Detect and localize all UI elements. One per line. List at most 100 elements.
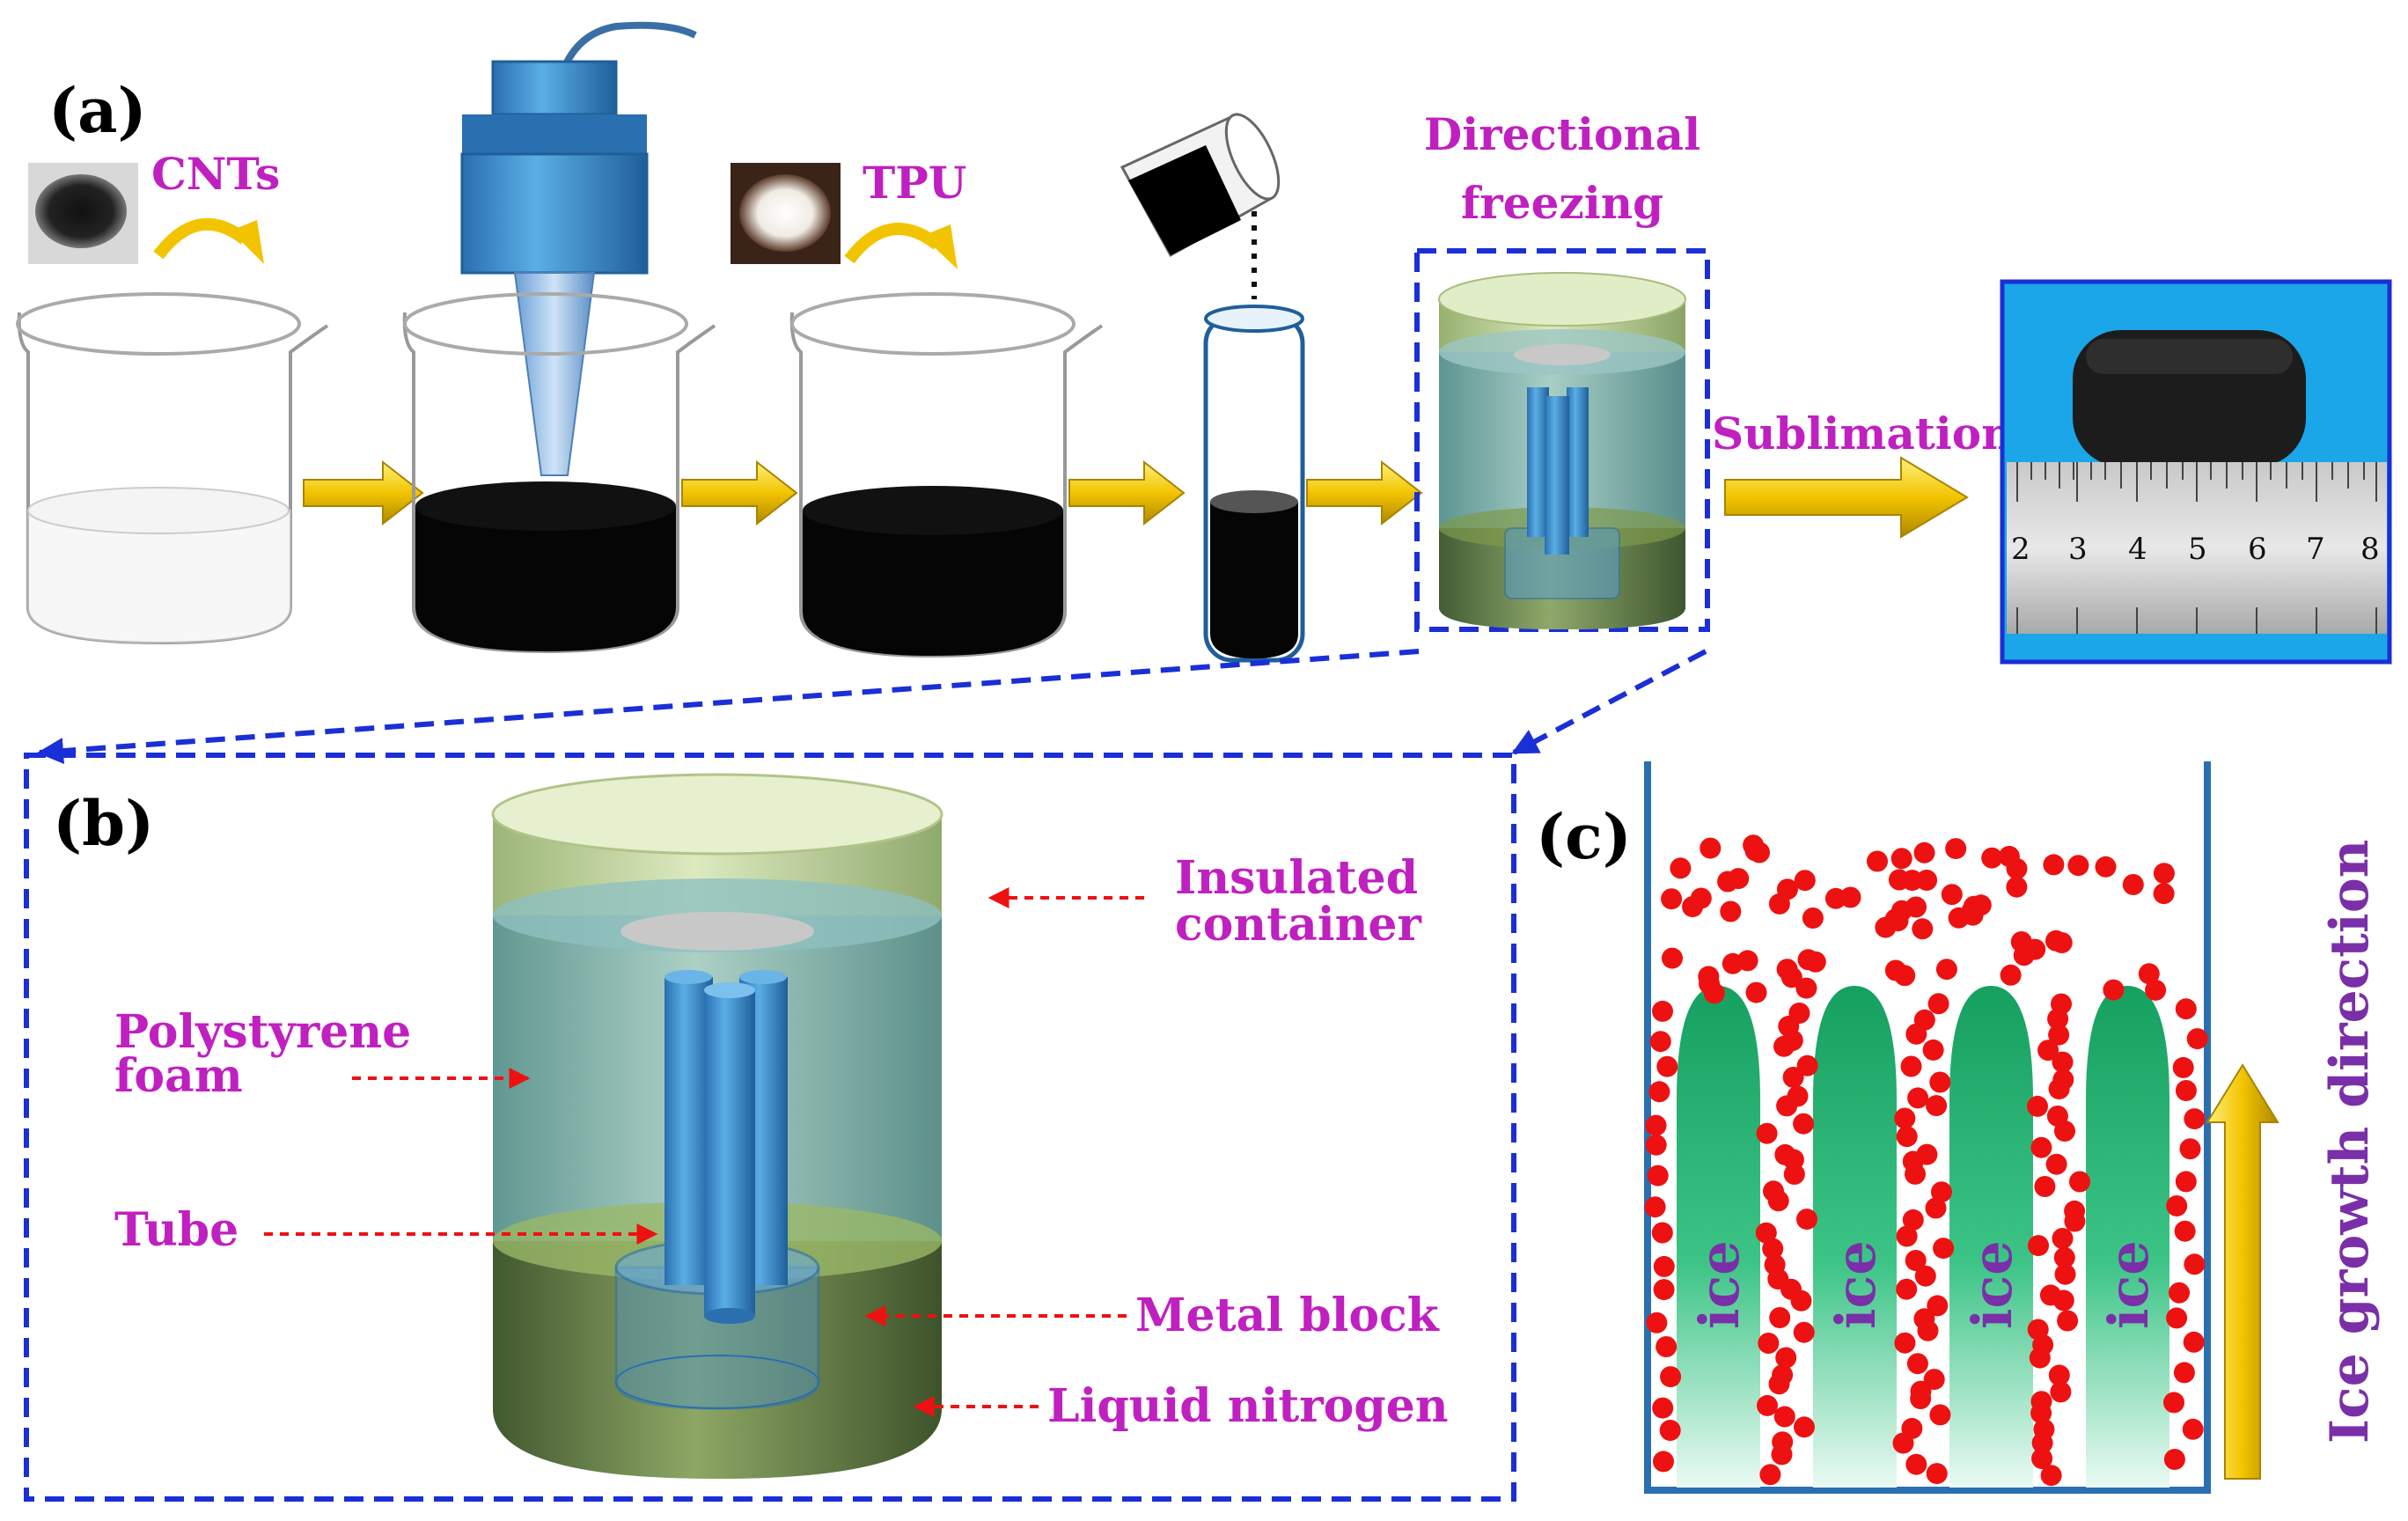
ruler-num-3: 3 [2068,532,2088,567]
cnt-particle [2184,1108,2206,1130]
ruler-num-2: 2 [2011,532,2030,567]
cnt-particle [2057,1310,2079,1332]
cnt-particle [2028,1235,2049,1257]
cnt-particle [1653,1451,1674,1473]
cnt-particle [1824,887,1846,909]
cnt-particle [1776,878,1798,900]
cnt-particle [2024,938,2046,960]
cnt-particle [1645,1114,1667,1136]
ultrasonic-probe [460,21,697,476]
cnt-particle [1794,1416,1815,1438]
cnt-particle [1802,907,1824,929]
ice-label-2: ice [1824,1240,1888,1329]
cnt-particle [1894,1332,1916,1354]
cnt-particle [2175,1080,2197,1101]
cnt-particle [1797,949,1819,971]
panel-b-dashed-frame [24,753,1516,1502]
ice-crystal-3 [1949,986,2033,1488]
cnt-particle [2037,1040,2059,1062]
cnt-particle [2173,1362,2195,1384]
cnt-particle [2175,998,2197,1020]
cnt-particle [1722,952,1744,974]
tpu-add-curve-arrow [844,223,942,264]
cnt-particle [1900,1055,1922,1077]
cnt-particle [1756,1122,1778,1144]
cnt-particle [1767,1190,1789,1212]
cnt-particle [2067,855,2089,877]
tpu-add-arrowhead [922,224,958,269]
cnt-particle [1901,870,1923,892]
cnt-particle [2031,1432,2053,1454]
tpu-powder-photo [730,163,841,264]
cnts-label: CNTs [151,148,280,200]
zoom-line-right [1511,649,1707,755]
ruler-num-4: 4 [2128,532,2147,567]
pouring-cup [1120,112,1281,258]
liquid-nitrogen-label: Liquid nitrogen [1047,1379,1449,1433]
ruler-ticks [2016,462,2377,634]
cnt-particle [2175,1171,2197,1193]
cnt-particle [2048,1024,2070,1046]
cnt-particle [1981,847,2003,869]
cnt-particle [1905,896,1927,918]
zoom-line-left [37,649,1420,764]
cnt-add-arrowhead [231,220,264,264]
cnt-particle [1867,850,1888,872]
process-arrow-2 [681,459,798,526]
cnt-particle [2153,883,2175,905]
panel-a-label: (a) [48,74,147,147]
cnt-particle [1773,1406,1795,1428]
test-tube [1203,305,1305,663]
tube-label: Tube [114,1203,239,1257]
cnt-particle [1700,837,1722,859]
directional-label-line1: Directional [1424,108,1700,160]
cnt-particle [1890,848,1912,870]
directional-label-line2: freezing [1461,177,1663,229]
panel-c-label: (c) [1536,800,1632,873]
cnt-particle [1660,1366,1682,1388]
cnt-particle [1913,841,1935,863]
cnt-particle [1653,1255,1675,1277]
cnt-particle [1896,1126,1918,1148]
cnt-particle [2064,1210,2086,1232]
cnt-particle [2031,1448,2053,1469]
cnt-particle [2138,963,2160,985]
cnt-particle [2172,1056,2194,1078]
cnt-particle [2095,856,2117,878]
cnt-particle [1945,838,1967,860]
cnt-particle [1927,993,1949,1015]
cnt-particle [2030,1402,2052,1424]
metal-block-label: Metal block [1135,1289,1440,1342]
cnt-particle [1644,1196,1666,1218]
cnt-particle [1647,1165,1669,1187]
cnt-particle [1728,868,1750,890]
aerogel-product-photo: 2 3 4 5 6 7 8 [2000,279,2392,665]
cnt-particle [1796,1209,1817,1231]
cnt-particle [2030,1136,2052,1158]
ice-crystal-2 [1813,986,1897,1488]
cnt-particle [1649,1031,1671,1053]
cnt-particle [1782,1066,1804,1088]
cnt-particle [1758,1333,1780,1354]
cnt-particle [2052,1228,2074,1249]
cnt-particle [2052,1290,2074,1312]
cnt-particle [2153,863,2175,885]
cnt-particle [1905,1023,1927,1045]
cnt-particle [2048,1364,2070,1386]
ice-label-3: ice [1960,1240,2024,1329]
cnt-particle [1790,1290,1812,1312]
cnt-particle [1661,888,1683,910]
polystyrene-label-line2: foam [114,1049,243,1103]
ruler-num-6: 6 [2248,532,2267,567]
ice-growth-label: Ice growth direction [2319,840,2381,1444]
cnt-particle [1926,1463,1948,1485]
cnt-particle [1907,1087,1929,1109]
cnt-particle [1794,870,1816,892]
tpu-label: TPU [863,157,966,209]
panel-b-label: (b) [53,787,154,860]
cnt-particle [1776,959,1798,981]
cnt-particle [1906,1353,1928,1375]
cnt-particle [1690,887,1712,909]
